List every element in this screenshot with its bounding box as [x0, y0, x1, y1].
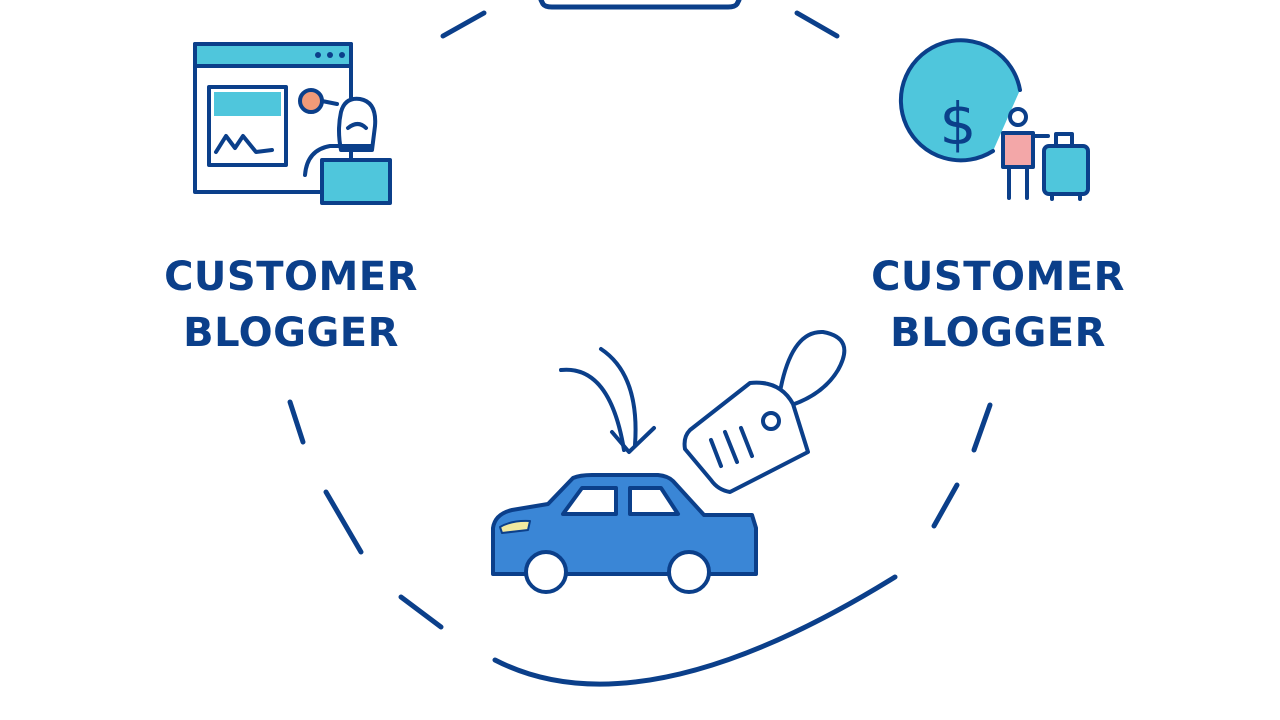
- coin: [898, 38, 1022, 163]
- label-line-1: CUSTOMER: [164, 254, 418, 300]
- suitcase-handle: [1054, 132, 1074, 148]
- person-hair: [346, 122, 368, 130]
- image-placeholder-fill: [214, 92, 281, 116]
- browser-dot: [327, 52, 333, 58]
- browser-dot: [315, 52, 321, 58]
- traveler-head: [1008, 107, 1028, 127]
- tag-line: [739, 426, 754, 458]
- ring-dash-left-1: [287, 399, 306, 445]
- traveler-legs: [1007, 165, 1029, 200]
- label-line-2: BLOGGER: [890, 310, 1106, 356]
- dollar-sign: $: [940, 90, 977, 158]
- pointer-dot: [298, 88, 324, 114]
- tag-line: [709, 438, 723, 468]
- partial-box-icon: [538, 0, 742, 10]
- dollar-traveler-icon: $: [898, 38, 1090, 201]
- arrow-curve-1: [559, 367, 626, 452]
- suitcase-wheels: [1050, 192, 1082, 201]
- mountain-icon: [214, 134, 274, 154]
- car-body: [491, 473, 758, 576]
- label-customer-blogger-left: CUSTOMER BLOGGER: [141, 249, 441, 361]
- browser-titlebar: [193, 42, 353, 68]
- traveler-torso: [1001, 131, 1035, 169]
- car-headlight: [499, 519, 531, 534]
- ring-arc-bottom: [492, 574, 898, 687]
- tag-hole: [761, 411, 781, 431]
- blogger-screen-icon: [193, 42, 392, 205]
- suitcase: [1042, 144, 1090, 196]
- ring-dash-right-1: [971, 402, 993, 453]
- ring-dash-right-2: [931, 482, 960, 529]
- cycle-ring: [287, 10, 993, 687]
- label-line-1: CUSTOMER: [871, 254, 1125, 300]
- label-line-2: BLOGGER: [183, 310, 399, 356]
- car-wheel: [667, 550, 711, 594]
- tag-string: [772, 329, 847, 422]
- tag-line: [723, 430, 739, 464]
- car-window: [561, 486, 618, 516]
- car-window: [628, 486, 680, 516]
- ring-dash-top-right: [794, 10, 840, 39]
- ring-dash-top-left: [440, 10, 487, 39]
- arrow-head: [610, 426, 656, 454]
- car-sale-tag-icon: [491, 329, 847, 594]
- person-body: [303, 144, 374, 177]
- pointer-line: [320, 99, 339, 106]
- label-customer-blogger-right: CUSTOMER BLOGGER: [848, 249, 1148, 361]
- ring-dash-left-2: [323, 489, 364, 555]
- laptop: [320, 158, 392, 205]
- ring-dash-left-3: [398, 594, 444, 630]
- browser-dot: [339, 52, 345, 58]
- car-wheel: [524, 550, 568, 594]
- arrow-curve-2: [599, 347, 638, 447]
